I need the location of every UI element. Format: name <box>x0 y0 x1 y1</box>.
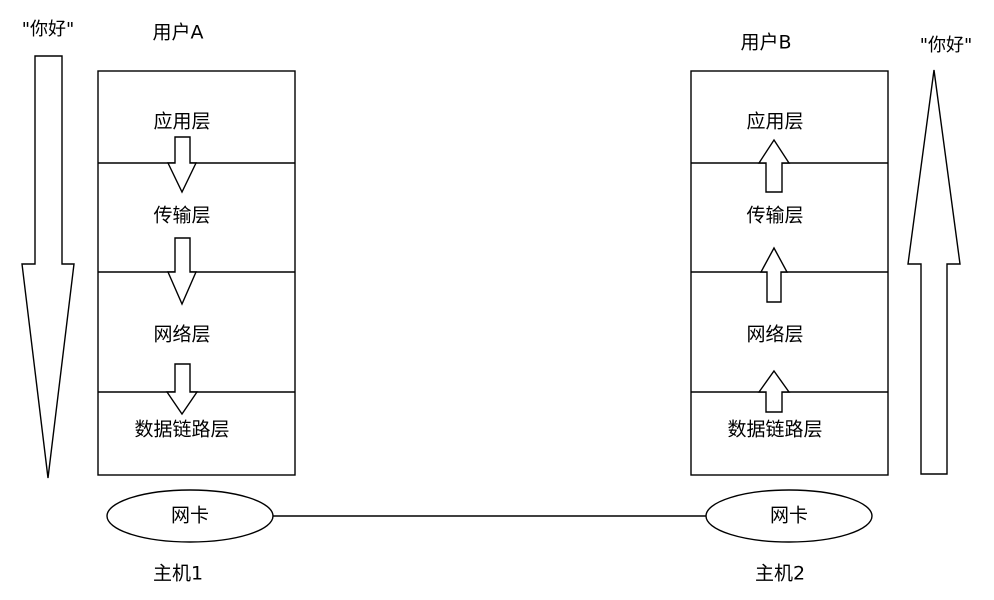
left-arrow-network-to-link <box>165 363 199 416</box>
left-layer-label-0: 应用层 <box>153 111 210 133</box>
left-layer-label-3: 数据链路层 <box>134 419 229 441</box>
right-layer-label-1: 传输层 <box>746 205 803 227</box>
right-message-arrow <box>907 69 961 475</box>
left-nic: 网卡 <box>106 489 274 543</box>
right-arrow-network-to-transport <box>759 246 789 303</box>
right-layer-label-2: 网络层 <box>746 324 803 346</box>
left-message-arrow <box>21 55 75 479</box>
right-arrow-transport-to-app <box>757 138 791 193</box>
right-nic: 网卡 <box>705 489 873 543</box>
left-arrow-app-to-transport <box>166 136 198 194</box>
right-arrow-link-to-network <box>757 369 791 413</box>
right-host-label: 主机2 <box>755 563 805 585</box>
left-layer-label-1: 传输层 <box>153 205 210 227</box>
right-protocol-stack <box>690 70 889 476</box>
left-layer-label-2: 网络层 <box>153 324 210 346</box>
right-message-label: "你好" <box>920 35 973 56</box>
left-user-label: 用户A <box>153 22 204 44</box>
left-message-label: "你好" <box>22 19 75 40</box>
left-nic-label: 网卡 <box>171 505 209 527</box>
right-layer-label-3: 数据链路层 <box>727 419 822 441</box>
left-protocol-stack <box>97 70 296 476</box>
right-nic-label: 网卡 <box>770 505 808 527</box>
right-layer-label-0: 应用层 <box>746 111 803 133</box>
right-user-label: 用户B <box>740 32 791 54</box>
left-host-label: 主机1 <box>153 563 203 585</box>
left-arrow-transport-to-network <box>166 237 198 306</box>
